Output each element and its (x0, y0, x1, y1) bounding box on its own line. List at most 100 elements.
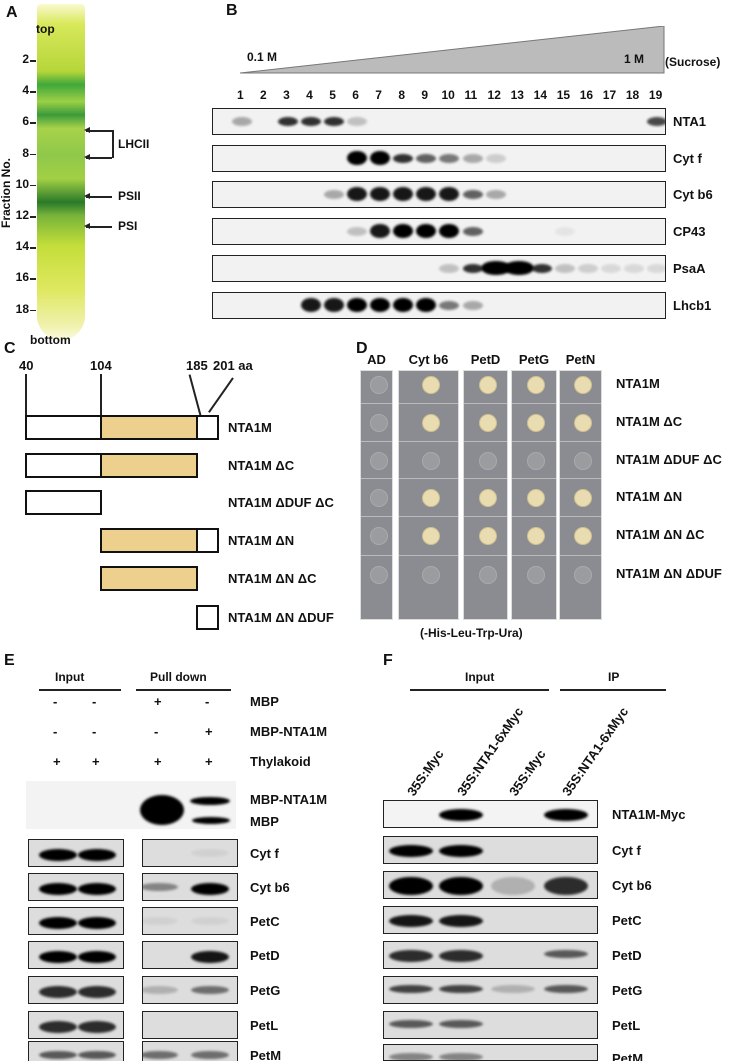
residue-position: 40 (19, 358, 34, 373)
yeast-colony (369, 414, 388, 432)
fraction-number: 2 (260, 88, 267, 102)
fraction-number: 16 (579, 88, 594, 102)
protein-band (600, 264, 621, 273)
yeast-colony (573, 376, 592, 394)
grid-line (464, 478, 507, 479)
yeast-plate-column (360, 370, 393, 620)
selection-medium-label: (-His-Leu-Trp-Ura) (420, 626, 523, 640)
tick-mark (30, 91, 36, 93)
grid-line (512, 478, 556, 479)
protein-band (143, 883, 178, 891)
panel-label-e: E (4, 652, 15, 669)
protein-band (39, 1051, 77, 1059)
protein-band (191, 917, 229, 925)
n-terminal-region (25, 490, 102, 515)
protein-band (393, 187, 414, 201)
yeast-colony (369, 566, 388, 584)
pulldown-bracket-line (136, 689, 231, 691)
protein-band (439, 985, 483, 993)
fraction-number: 19 (648, 88, 663, 102)
fraction-number: 1 (237, 88, 244, 102)
construct-label: NTA1M (228, 420, 272, 435)
grid-line (464, 441, 507, 442)
protein-band (370, 187, 391, 201)
ip-bracket-line (560, 689, 666, 691)
yeast-colony (421, 376, 440, 394)
blot-cyt-b6 (383, 871, 598, 899)
protein-band (389, 877, 433, 895)
yeast-colony (527, 566, 545, 584)
yeast-colony (478, 452, 497, 470)
fraction-number: 17 (602, 88, 617, 102)
duf-domain (100, 566, 198, 591)
ip-header: IP (608, 670, 620, 684)
protein-band (462, 154, 483, 163)
band-arrow (86, 130, 112, 132)
plate-column-header: PetG (518, 352, 550, 367)
grid-line (560, 555, 601, 556)
grid-line (464, 516, 507, 517)
fraction-number: 9 (421, 88, 429, 102)
blot-lhcb1 (212, 292, 666, 319)
protein-band (78, 1051, 116, 1059)
sign: - (205, 694, 210, 709)
blot-label: PetD (612, 948, 642, 963)
protein-band (462, 301, 483, 310)
grid-line (399, 403, 458, 404)
fraction-axis-label: Fraction No. (0, 158, 13, 229)
blot-label: Cyt b6 (250, 880, 290, 895)
input-header: Input (55, 670, 85, 684)
grid-line (399, 555, 458, 556)
protein-band (191, 1051, 229, 1059)
blot-cyt-b6 (212, 181, 666, 208)
input-bracket-line (410, 689, 549, 691)
arrow-head (84, 223, 90, 229)
blot-pulldown (142, 907, 238, 935)
blot-pulldown (142, 976, 238, 1004)
protein-band (577, 264, 598, 273)
tick-mark (30, 122, 36, 124)
protein-band (544, 877, 588, 895)
grid-line (560, 516, 601, 517)
condition-label: MBP (250, 694, 279, 709)
protein-band (301, 298, 322, 312)
protein-band (78, 1021, 116, 1033)
plate-column-header: PetD (470, 352, 501, 367)
blot-label: PetD (250, 948, 280, 963)
yeast-colony (478, 489, 497, 507)
yeast-colony (573, 566, 592, 584)
yeast-colony (527, 452, 545, 470)
blot-label: PetL (250, 1018, 279, 1033)
blot-label: Cyt b6 (673, 187, 713, 202)
panel-label-a: A (6, 4, 18, 21)
fraction-number: 12 (487, 88, 501, 102)
protein-band (462, 264, 483, 273)
protein-band (531, 264, 552, 273)
protein-band (439, 809, 483, 821)
protein-band (389, 950, 433, 962)
residue-position: 201 aa (213, 358, 253, 373)
sign: + (154, 694, 162, 709)
pulldown-header: Pull down (150, 670, 207, 684)
protein-band (389, 1020, 433, 1028)
protein-band (324, 117, 345, 126)
tick-mark (30, 153, 36, 156)
construct-label: NTA1M ΔDUF ΔC (616, 452, 722, 467)
blot-nta1m-myc (383, 800, 598, 828)
blot-petg (383, 976, 598, 1004)
mbp-band (140, 795, 184, 825)
plate-column-header: Cyt b6 (408, 352, 449, 367)
fraction-number: 14 (533, 88, 547, 102)
yeast-colony (478, 527, 497, 545)
lane-label: 35S:Myc (506, 746, 549, 799)
fraction-number: 15 (556, 88, 571, 102)
blot-psaa (212, 255, 666, 282)
protein-band (278, 117, 299, 126)
protein-band (416, 224, 437, 238)
grid-line (560, 441, 601, 442)
grid-line (512, 516, 556, 517)
protein-band (623, 264, 644, 273)
position-tick (25, 374, 27, 416)
protein-band (393, 224, 414, 238)
position-tick (188, 374, 201, 416)
